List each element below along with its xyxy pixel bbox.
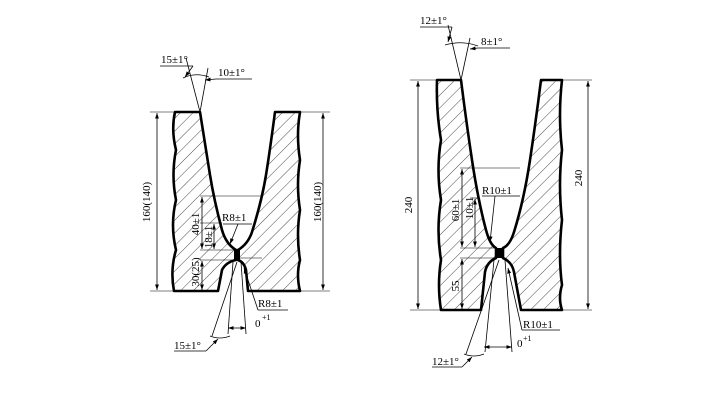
right-dim-60-label: 60±1 [450, 199, 462, 222]
right-radius-bottom-label: R10±1 [523, 319, 553, 331]
right-dim-55-label: 55 [450, 280, 462, 292]
left-gap-tol-label: +1 [262, 313, 271, 322]
right-radius-top-label: R10±1 [482, 185, 512, 197]
right-plate-left-section [435, 78, 498, 312]
right-angle-top-outer-label: 12±1° [420, 15, 447, 27]
left-dim-30-label: 30(25) [190, 257, 202, 287]
right-root-face [495, 248, 504, 258]
left-height-right-label: 160(140) [312, 182, 324, 223]
left-radius-bottom-label: R8±1 [258, 298, 282, 310]
right-height-left-label: 240 [403, 196, 415, 213]
left-root-face [234, 250, 240, 260]
left-plate-right-section [236, 110, 302, 293]
right-plate-right-section [501, 78, 564, 312]
left-height-left-label: 160(140) [141, 182, 153, 223]
left-dim-40-label: 40±1 [190, 213, 202, 236]
right-gap-label: 0 [517, 338, 523, 350]
right-dim-10-label: 10±1 [464, 197, 476, 220]
left-angle-bottom-label: 15±1° [174, 340, 201, 352]
right-angle-bottom-label: 12±1° [432, 356, 459, 368]
right-angle-top-inner-label: 8±1° [481, 36, 502, 48]
left-plate-left-section [171, 110, 238, 293]
left-angle-top-inner-label: 10±1° [218, 67, 245, 79]
left-gap-label: 0 [255, 318, 261, 330]
left-radius-top-label: R8±1 [222, 212, 246, 224]
right-gap-tol-label: +1 [523, 334, 532, 343]
left-dim-18-label: 18±1 [203, 226, 215, 249]
left-angle-top-outer-label: 15±1° [161, 54, 188, 66]
left-weld-part: 160(140) 160(140) 40±1 18±1 30(25) R8±1 … [141, 54, 330, 352]
right-weld-part: 240 240 60±1 10±1 55 R10±1 12±1° 8±1° 0 … [403, 15, 592, 368]
right-height-right-label: 240 [573, 169, 585, 186]
